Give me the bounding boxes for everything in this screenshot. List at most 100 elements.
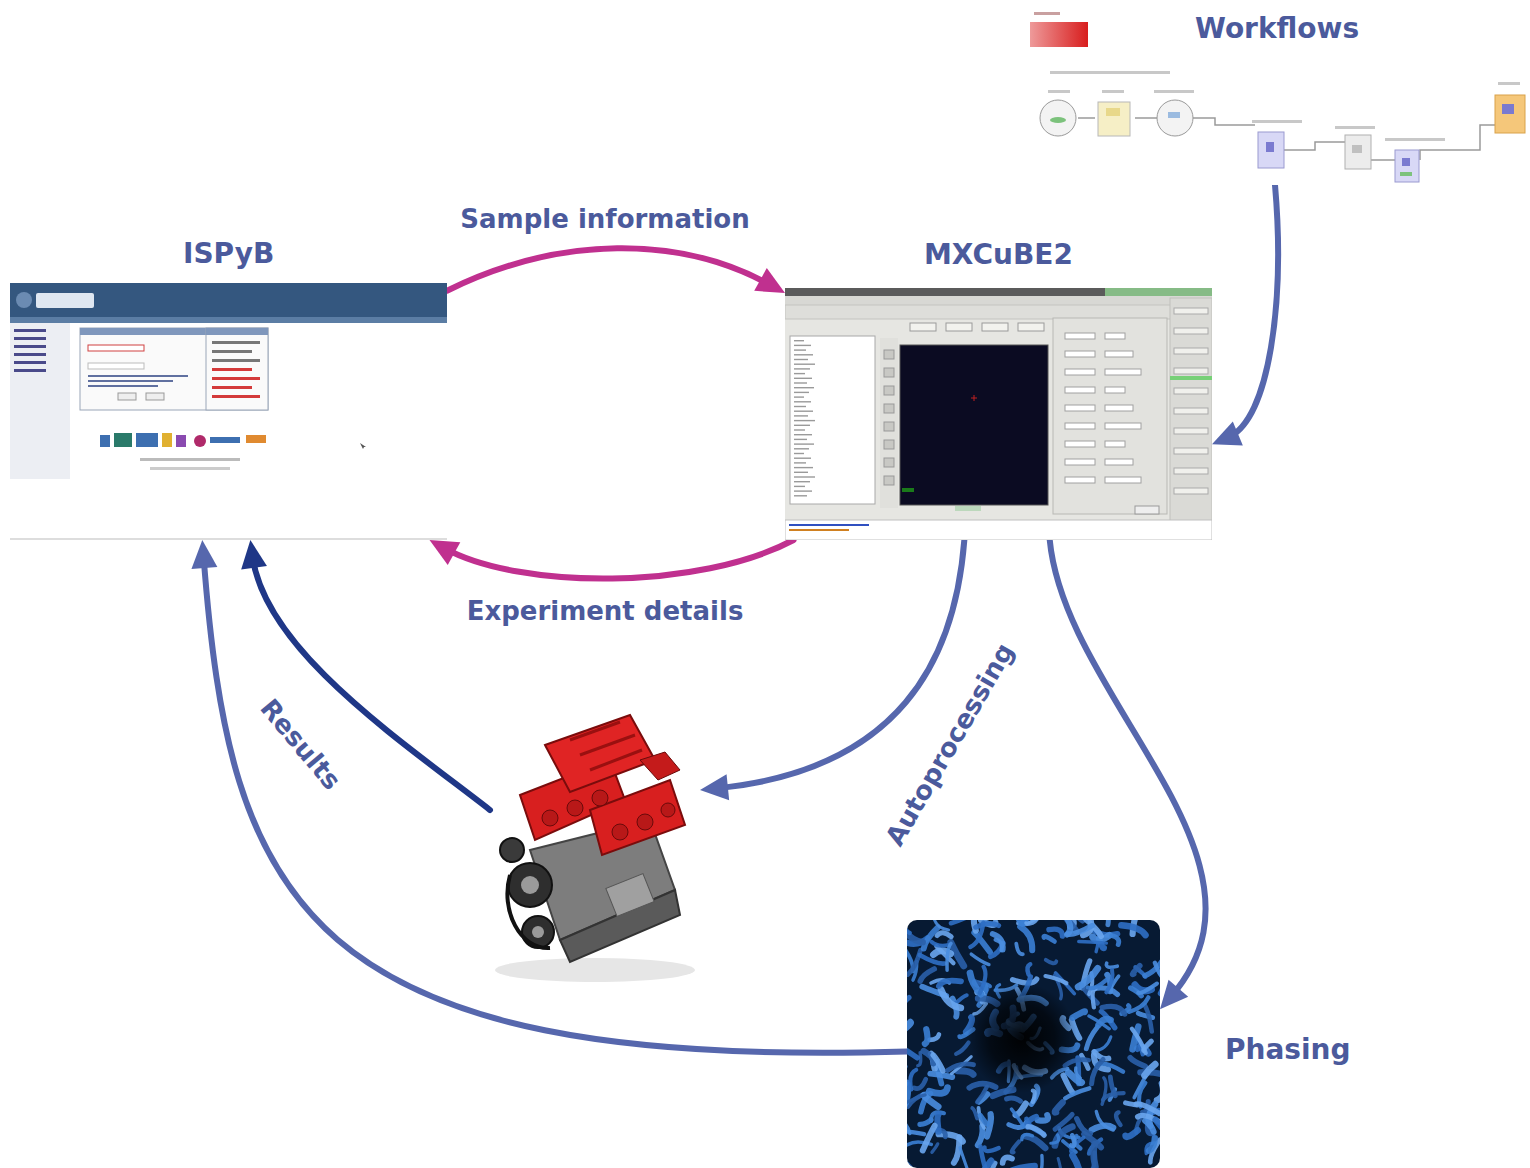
illustration-part: [1105, 387, 1125, 393]
arrow-head: [700, 774, 729, 800]
illustration-part: [941, 990, 961, 1008]
illustration-part: [1065, 477, 1095, 483]
illustration-part: [637, 814, 653, 830]
illustration-part: [971, 395, 977, 401]
illustration-part: [212, 359, 260, 362]
illustration-part: [937, 1114, 938, 1132]
edge-label: Sample information: [460, 204, 749, 235]
illustration-part: [900, 345, 1048, 505]
flow-arrow: [191, 540, 907, 1053]
illustration-part: [794, 429, 805, 430]
illustration-part: [640, 752, 680, 780]
illustration-part: [794, 364, 815, 365]
illustration-part: [794, 458, 811, 459]
illustration-part: [1105, 423, 1141, 429]
illustration-part: [1098, 102, 1130, 136]
illustration-part: [88, 363, 144, 369]
illustration-part: [794, 345, 811, 346]
illustration-part: [910, 1070, 916, 1090]
illustration-part: [1170, 298, 1212, 530]
illustration-part: [948, 1064, 974, 1071]
illustration-part: [907, 1115, 910, 1134]
illustration-part: [794, 486, 805, 487]
illustration-part: [508, 863, 552, 907]
arrow-line: [447, 248, 770, 291]
illustration-part: [1132, 966, 1139, 975]
illustration-part: [10, 323, 70, 479]
illustration-part: [960, 1148, 969, 1168]
illustration-part: [14, 353, 46, 356]
illustration-part: [14, 337, 46, 340]
node-title: Phasing: [1225, 1033, 1351, 1067]
node-title: MXCuBE2: [924, 238, 1073, 272]
illustration-part: [794, 396, 804, 397]
illustration-part: [1094, 1144, 1096, 1167]
illustration-part: [1155, 963, 1160, 981]
edge-label: Results: [253, 693, 347, 796]
illustration-part: [794, 378, 812, 379]
illustration-part: [1020, 927, 1032, 951]
illustration-part: [794, 481, 810, 482]
illustration-part: [1079, 942, 1107, 944]
illustration-part: [939, 981, 961, 986]
illustration-part: [794, 406, 806, 407]
illustration-part: [907, 920, 910, 933]
illustration-part: [16, 292, 32, 308]
illustration-part: [907, 1163, 921, 1168]
arrow-head: [1160, 980, 1188, 1010]
illustration-part: [1149, 1138, 1155, 1150]
illustration-part: [1174, 428, 1208, 434]
illustration-part: [114, 433, 132, 447]
illustration-part: [1022, 920, 1040, 924]
illustration-part: [880, 338, 898, 508]
illustration-part: [1145, 1064, 1156, 1075]
illustration-part: [932, 1144, 938, 1152]
illustration-part: [1335, 126, 1375, 129]
illustration-part: [1102, 90, 1124, 93]
illustration-part: [521, 876, 539, 894]
illustration-part: [1065, 423, 1095, 429]
illustration-part: [1105, 333, 1125, 339]
illustration-part: [118, 393, 136, 400]
illustration-part: [1018, 323, 1044, 331]
illustration-part: [1016, 944, 1023, 955]
illustration-part: [956, 1043, 969, 1054]
illustration-part: [794, 462, 806, 463]
illustration-part: [1105, 288, 1212, 296]
illustration-part: [1030, 0, 1530, 185]
illustration-part: [14, 329, 46, 332]
illustration-part: [212, 350, 252, 353]
illustration-part: [934, 920, 949, 930]
illustration-part: [790, 336, 875, 504]
illustration-part: [794, 467, 813, 468]
illustration-part: [914, 1079, 926, 1088]
illustration-part: [958, 1071, 974, 1075]
illustration-part: [1121, 925, 1145, 935]
illustration-part: [1105, 351, 1133, 357]
node-illustration: [785, 288, 1212, 540]
illustration-part: [1099, 1019, 1111, 1025]
illustration-part: [360, 443, 366, 449]
illustration-part: [1013, 979, 1037, 983]
illustration-part: [907, 998, 909, 1021]
illustration-part: [206, 328, 268, 410]
illustration-part: [1016, 1104, 1026, 1115]
flow-arrow: [241, 540, 490, 810]
arrow-head: [241, 540, 267, 569]
arrow-head: [754, 268, 785, 293]
illustration-part: [10, 283, 447, 540]
illustration-part: [1071, 1135, 1074, 1146]
engine-illustration: [490, 700, 700, 985]
illustration-part: [993, 934, 1003, 950]
illustration-part: [1144, 1041, 1152, 1050]
illustration-part: [785, 296, 1212, 305]
illustration-part: [1126, 1130, 1138, 1137]
illustration-part: [884, 404, 894, 413]
illustration-part: [1129, 997, 1149, 1011]
illustration-part: [794, 401, 811, 402]
illustration-part: [920, 1120, 931, 1124]
illustration-part: [1049, 929, 1063, 936]
illustration-part: [794, 387, 814, 388]
illustration-part: [978, 1126, 983, 1145]
illustration-part: [1078, 968, 1098, 987]
